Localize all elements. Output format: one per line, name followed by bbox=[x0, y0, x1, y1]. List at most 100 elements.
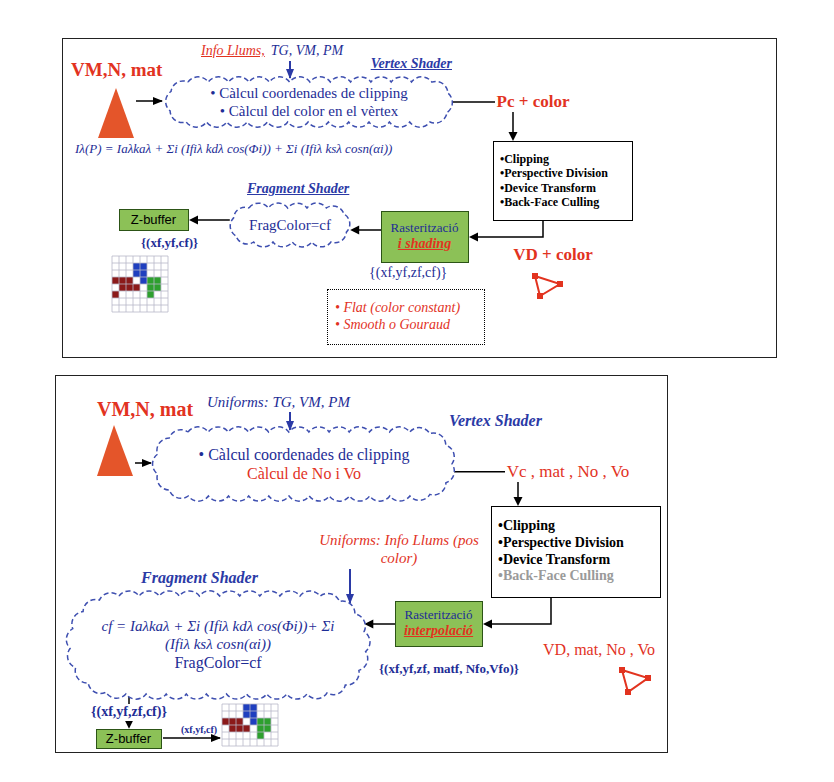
pixel-grid bbox=[222, 704, 278, 746]
text-stack: Rasteritzacióinterpolació bbox=[404, 607, 473, 639]
uniforms-label: Info Llums, bbox=[201, 43, 265, 60]
lighting-equation: Iλ(P) = Iaλkaλ + Σi (Ifiλ kdλ cos(Φi)) +… bbox=[75, 141, 392, 157]
connector-line bbox=[357, 229, 381, 231]
pipeline-step: •Perspective Division bbox=[498, 535, 624, 552]
arrow-head bbox=[514, 497, 523, 506]
stage-title: Z-buffer bbox=[106, 731, 151, 747]
rasterizer-box: Rasteritzacióinterpolació bbox=[395, 601, 483, 647]
flow-connector bbox=[364, 620, 395, 629]
connector-label: Vc , mat , No , Vo bbox=[505, 462, 632, 482]
screen-triangle-icon bbox=[619, 667, 651, 695]
output-arrow bbox=[163, 737, 220, 739]
stage-text: FragColor=cf bbox=[174, 653, 261, 672]
input-arrow bbox=[136, 100, 162, 102]
pipeline-step: •Device Transform bbox=[498, 552, 610, 569]
pixel-set: (xf,yf,cf) bbox=[181, 724, 217, 736]
text-stack: •Clipping•Perspective Division•Device Tr… bbox=[500, 152, 608, 210]
arrow-head bbox=[483, 620, 492, 629]
cloud-border bbox=[153, 427, 455, 501]
connector-line bbox=[196, 219, 230, 221]
stage-text: • Càlcul del color en el vèrtex bbox=[220, 102, 399, 120]
cloud-outline bbox=[161, 75, 457, 129]
panel-frame: VM,N, mat Uniforms: TG, VM, PM Uniforms: I… bbox=[55, 375, 668, 753]
input-arrow bbox=[135, 462, 151, 464]
arrow-head bbox=[189, 216, 198, 225]
stage-text: • Càlcul coordenades de clipping bbox=[199, 445, 410, 464]
pipeline-step: •Clipping bbox=[498, 518, 555, 535]
interpolated-set: {(xf,yf,zf, matf, Nfo,Vfo)} bbox=[379, 661, 519, 677]
arrow-head bbox=[509, 132, 518, 141]
pipeline-box: •Clipping•Perspective Division•Device Tr… bbox=[493, 141, 633, 221]
mesh-triangle bbox=[98, 88, 134, 138]
fragment-shader-cloud: Fragment ShaderFragColor=cf bbox=[225, 201, 355, 249]
flow-connector bbox=[469, 221, 543, 242]
pipeline-step: •Back-Face Culling bbox=[500, 195, 599, 209]
z-buffer-box: Z-buffer bbox=[96, 729, 162, 750]
cloud-border bbox=[66, 591, 370, 699]
vertex-shader-cloud: Vertex Shader• Càlcul coordenades de cli… bbox=[161, 75, 457, 129]
lighting-equation: cf = Iaλkaλ + Σi (Ifiλ kdλ cos(Φi))+ Σi … bbox=[98, 617, 338, 653]
text-stack: FragColor=cf bbox=[249, 216, 331, 234]
text-stack: Z-buffer bbox=[131, 212, 176, 228]
uniforms-label: Uniforms: Info Llums (pos color) bbox=[319, 531, 479, 567]
text-stack: Rasteritzaciói shading bbox=[391, 220, 459, 252]
connector-line bbox=[490, 598, 551, 624]
stage-title: Rasterització bbox=[391, 220, 459, 236]
text-stack: • Càlcul coordenades de clipping• Càlcul… bbox=[210, 84, 408, 120]
shader-title: Fragment Shader bbox=[247, 181, 349, 198]
shader-title: Vertex Shader bbox=[371, 56, 452, 73]
text-stack: Z-buffer bbox=[106, 731, 151, 747]
connector-label: VD + color bbox=[511, 245, 595, 265]
connector-line bbox=[476, 221, 543, 237]
mesh-triangle bbox=[97, 425, 133, 476]
connector-label: {(xf,yf,zf,cf)} bbox=[89, 704, 169, 721]
pixel-grid bbox=[112, 256, 168, 312]
shading-mode: • Smooth o Gouraud bbox=[335, 317, 450, 334]
connector-line bbox=[371, 623, 395, 625]
arrow-head bbox=[350, 226, 359, 235]
shading-modes-box: • Flat (color constant)• Smooth o Gourau… bbox=[327, 289, 485, 345]
uniform-arrow bbox=[289, 61, 291, 78]
cloud-outline bbox=[149, 425, 459, 503]
pipeline-step: •Device Transform bbox=[500, 181, 596, 195]
z-buffer-box: Z-buffer bbox=[119, 209, 189, 231]
cloud-border bbox=[230, 203, 350, 247]
flow-connector bbox=[483, 598, 551, 629]
connector-label: Pc + color bbox=[495, 92, 572, 112]
stage-title: Rasterització bbox=[405, 607, 473, 623]
input-label: VM,N, mat bbox=[71, 59, 162, 82]
pipeline-step: •Back-Face Culling bbox=[498, 568, 614, 585]
panel-frame: VM,N, matInfo Llums,TG, VM, PMIλ(P) = Ia… bbox=[62, 38, 777, 358]
shader-title: Vertex Shader bbox=[449, 411, 542, 430]
text-stack: • Flat (color constant)• Smooth o Gourau… bbox=[335, 300, 460, 334]
uniform-arrow bbox=[289, 412, 291, 430]
shader-title: Fragment Shader bbox=[141, 568, 258, 587]
cloud-border bbox=[166, 77, 453, 127]
text-stack: cf = Iaλkaλ + Σi (Ifiλ kdλ cos(Φi))+ Σi … bbox=[98, 617, 338, 672]
arrow-head bbox=[469, 233, 478, 242]
stage-mode: interpolació bbox=[404, 623, 473, 640]
fragment-set: {(xf,yf,zf,cf)} bbox=[369, 265, 447, 282]
stage-text: FragColor=cf bbox=[249, 216, 331, 234]
pixel-set: {(xf,yf,cf)} bbox=[141, 235, 198, 251]
rasterizer-box: Rasteritzaciói shading bbox=[381, 211, 469, 263]
screen-triangle-icon bbox=[532, 273, 563, 299]
connector-label: VD, mat, No , Vo bbox=[541, 640, 657, 659]
shading-mode: • Flat (color constant) bbox=[335, 300, 460, 317]
text-stack: • Càlcul coordenades de clippingCàlcul d… bbox=[199, 445, 410, 483]
input-label: VM,N, mat bbox=[97, 397, 193, 421]
uniforms-label: Uniforms: TG, VM, PM bbox=[207, 393, 350, 411]
stage-text: • Càlcul coordenades de clipping bbox=[210, 84, 408, 102]
uniform-arrow bbox=[349, 569, 351, 603]
flow-connector bbox=[350, 226, 381, 235]
text-stack: •Clipping•Perspective Division•Device Tr… bbox=[498, 518, 624, 585]
vertex-shader-cloud: Vertex Shader• Càlcul coordenades de cli… bbox=[149, 425, 459, 503]
pipeline-box: •Clipping•Perspective Division•Device Tr… bbox=[491, 506, 661, 598]
pipeline-step: •Clipping bbox=[500, 152, 549, 166]
stage-mode: i shading bbox=[398, 236, 451, 253]
pipeline-step: •Perspective Division bbox=[500, 166, 608, 180]
flow-connector bbox=[189, 216, 230, 225]
stage-title: Z-buffer bbox=[131, 212, 176, 228]
fragment-shader-cloud: Fragment Shadercf = Iaλkaλ + Σi (Ifiλ kd… bbox=[63, 589, 373, 701]
